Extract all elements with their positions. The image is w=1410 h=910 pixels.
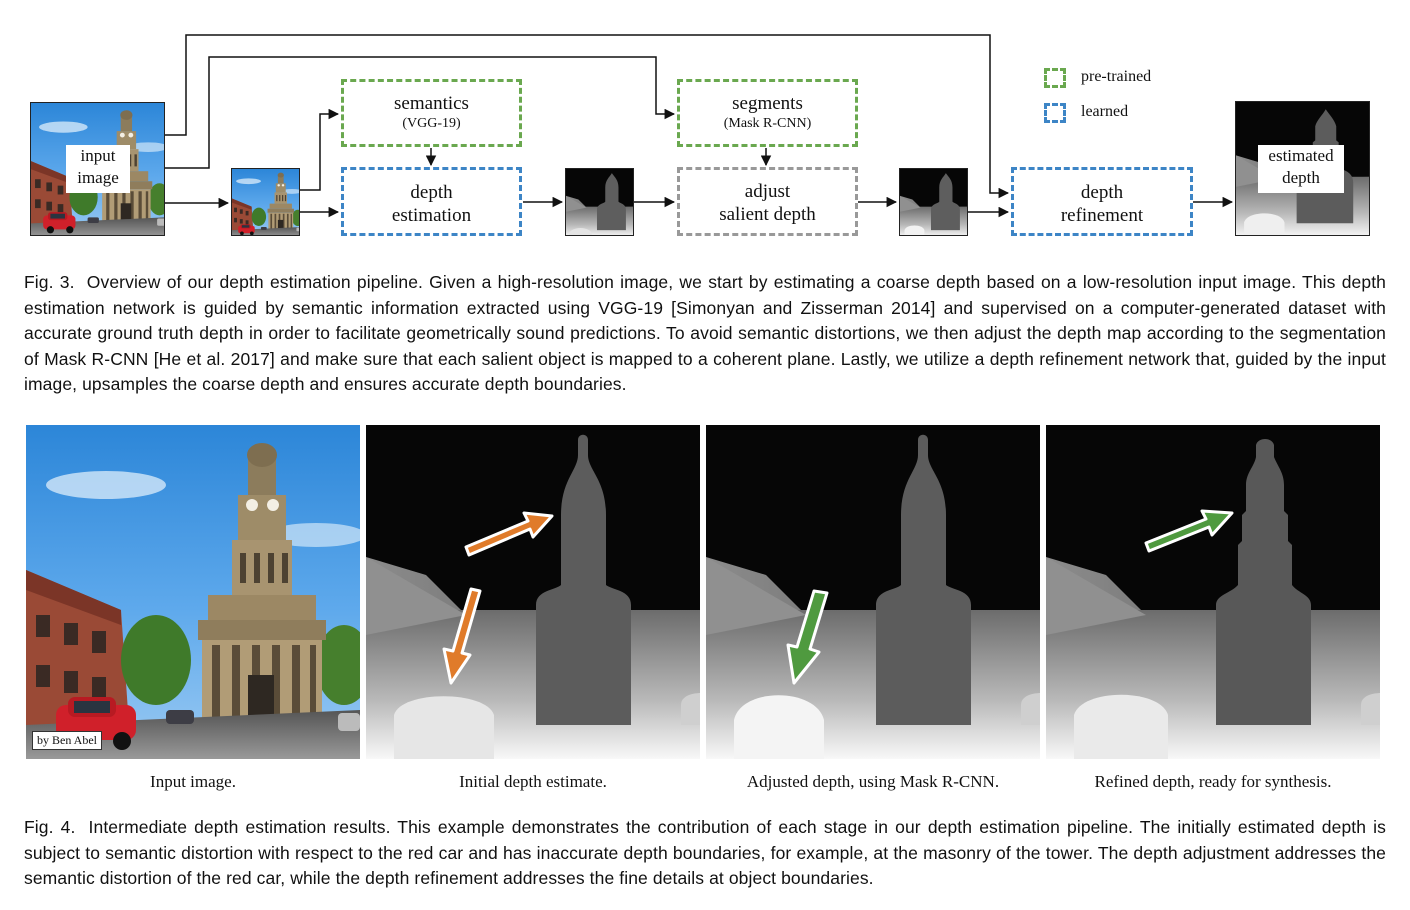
orange-arrow-tower xyxy=(464,511,554,557)
adjusted-depth-thumbnail xyxy=(899,168,968,236)
semantics-box: semantics (VGG-19) xyxy=(341,79,522,147)
lowres-image-thumbnail xyxy=(231,168,300,236)
legend-swatch-pretrained xyxy=(1044,68,1066,88)
adjust-line1: adjust xyxy=(744,181,791,202)
fig3-caption-text: Overview of our depth estimation pipelin… xyxy=(24,272,1386,394)
semantics-title: semantics xyxy=(394,93,469,114)
depth-estimation-line1: depth xyxy=(410,182,453,203)
segments-subtitle: (Mask R-CNN) xyxy=(723,116,812,131)
depth-estimation-line2: estimation xyxy=(391,205,472,226)
panel-caption-refined: Refined depth, ready for synthesis. xyxy=(1094,772,1332,791)
panel-input-image xyxy=(26,425,360,759)
photo-credit: by Ben Abel xyxy=(32,731,102,750)
panel-initial-depth xyxy=(366,425,700,759)
panel-caption-adjusted: Adjusted depth, using Mask R-CNN. xyxy=(746,772,1000,791)
green-arrow-tower xyxy=(1144,509,1234,553)
panel-caption-initial: Initial depth estimate. xyxy=(459,772,607,791)
arrow-input-to-refinement xyxy=(165,34,1010,199)
coarse-depth-thumbnail xyxy=(565,168,634,236)
panel-caption-input: Input image. xyxy=(150,772,236,791)
fig4-caption-label: Fig. 4. xyxy=(24,817,76,837)
semantics-subtitle: (VGG-19) xyxy=(402,116,461,131)
legend-swatch-learned xyxy=(1044,103,1066,123)
segments-title: segments xyxy=(732,93,803,114)
fig3-caption: Fig. 3. Overview of our depth estimation… xyxy=(24,270,1386,398)
fig4-caption: Fig. 4. Intermediate depth estimation re… xyxy=(24,815,1386,892)
depth-refinement-box: depth refinement xyxy=(1011,167,1193,236)
legend-label-pretrained: pre-trained xyxy=(1081,68,1152,85)
pipeline-connectors xyxy=(165,34,1234,218)
adjust-line2: salient depth xyxy=(719,204,816,225)
panel-adjusted-depth xyxy=(706,425,1040,759)
arrow-input-to-segments xyxy=(165,56,676,169)
refinement-line2: refinement xyxy=(1060,205,1144,226)
green-arrow-car xyxy=(786,589,829,685)
legend-label-learned: learned xyxy=(1081,103,1129,120)
fig3-caption-label: Fig. 3. xyxy=(24,272,75,292)
depth-estimation-box: depth estimation xyxy=(341,167,522,236)
refinement-line1: depth xyxy=(1080,182,1124,203)
orange-arrow-car xyxy=(442,587,482,685)
fig4-caption-text: Intermediate depth estimation results. T… xyxy=(24,817,1386,888)
adjust-salient-depth-box: adjust salient depth xyxy=(677,167,858,236)
panel-refined-depth xyxy=(1046,425,1380,759)
arrow-lowres-to-semantics xyxy=(300,108,340,191)
input-image-thumbnail xyxy=(30,102,165,236)
legend: pre-trained learned xyxy=(1044,66,1204,126)
segments-box: segments (Mask R-CNN) xyxy=(677,79,858,147)
